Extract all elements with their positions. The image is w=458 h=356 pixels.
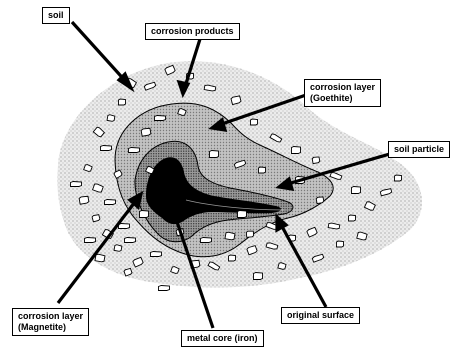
soil-particle	[129, 148, 140, 153]
soil-particle	[259, 167, 266, 173]
label-original-surface: original surface	[281, 307, 360, 324]
label-corrosion-layer-magnetite: corrosion layer (Magnetite)	[12, 308, 89, 336]
soil-particle	[251, 119, 258, 125]
soil-particle	[114, 244, 122, 251]
soil-particle	[337, 241, 344, 247]
label-metal-core-text: metal core (iron)	[187, 333, 258, 344]
soil-particle	[141, 128, 151, 136]
soil-particle	[229, 255, 236, 261]
label-soil: soil	[42, 7, 70, 24]
soil-particle	[292, 147, 301, 154]
soil-particle	[140, 211, 149, 218]
label-goethite-line2: (Goethite)	[310, 93, 375, 104]
soil-particle	[349, 215, 356, 221]
soil-particle	[210, 151, 219, 158]
soil-particle	[225, 232, 235, 240]
label-corrosion-layer-goethite: corrosion layer (Goethite)	[304, 79, 381, 107]
label-soil-particle: soil particle	[388, 141, 450, 158]
soil-particle	[238, 211, 247, 218]
label-original-surface-text: original surface	[287, 310, 354, 321]
soil-particle	[352, 187, 361, 194]
soil-particle	[119, 99, 126, 105]
label-metal-core: metal core (iron)	[181, 330, 264, 347]
soil-particle	[312, 156, 320, 163]
soil-particle	[395, 175, 402, 181]
soil-particle	[71, 182, 82, 187]
soil-particle	[254, 273, 263, 280]
soil-particle	[316, 196, 324, 203]
label-soil-text: soil	[48, 10, 64, 21]
label-soil-particle-text: soil particle	[394, 144, 444, 155]
soil-particle	[151, 252, 162, 257]
soil-particle	[119, 224, 130, 229]
label-goethite-line1: corrosion layer	[310, 82, 375, 93]
label-corrosion-products-text: corrosion products	[151, 26, 234, 37]
soil-particle	[85, 238, 96, 243]
leader-soil	[72, 22, 129, 85]
soil-particle	[101, 146, 112, 151]
label-magnetite-line2: (Magnetite)	[18, 322, 83, 333]
soil-particle	[125, 238, 136, 243]
soil-particle	[201, 238, 212, 243]
soil-particle	[107, 114, 115, 121]
soil-particle	[79, 196, 89, 204]
soil-particle	[155, 116, 166, 121]
label-magnetite-line1: corrosion layer	[18, 311, 83, 322]
label-corrosion-products: corrosion products	[145, 23, 240, 40]
soil-particle	[105, 200, 116, 205]
soil-particle	[159, 286, 170, 291]
soil-particle	[246, 231, 253, 238]
